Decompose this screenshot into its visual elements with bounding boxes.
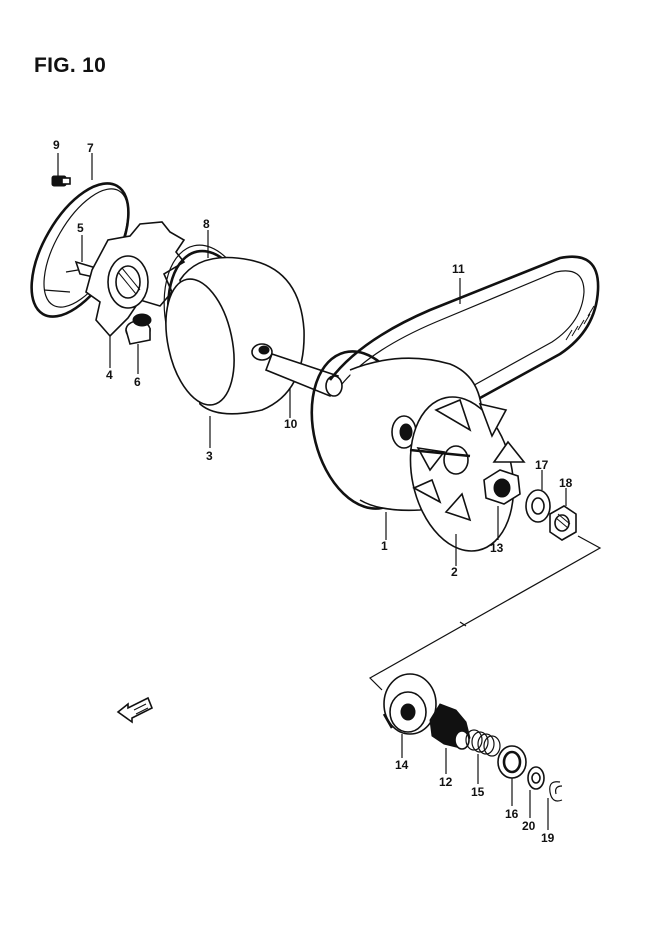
callout-3: 3	[206, 449, 213, 463]
callout-11: 11	[452, 262, 465, 276]
bolt-part	[51, 175, 71, 187]
figure-title: FIG. 10	[34, 54, 107, 77]
callout-6: 6	[134, 375, 141, 389]
callout-10: 10	[284, 417, 298, 431]
callout-18: 18	[559, 476, 573, 490]
callout-4: 4	[106, 368, 113, 382]
small-washer-part	[527, 766, 545, 790]
nut-part	[549, 505, 577, 541]
callout-17: 17	[535, 458, 549, 472]
drive-belt-part	[328, 255, 600, 422]
movable-drive-face-part	[165, 256, 305, 415]
callout-16: 16	[505, 807, 519, 821]
roller-part	[125, 313, 152, 345]
callout-14: 14	[395, 758, 409, 772]
spring-part	[465, 729, 501, 757]
cooling-fan-part	[409, 396, 526, 552]
front-arrow-icon	[116, 696, 154, 724]
circlip-part	[549, 781, 563, 802]
callout-8: 8	[203, 217, 210, 231]
inset-bracket-line	[369, 535, 602, 691]
pinion-gear-part	[429, 703, 471, 750]
leader-lines	[57, 153, 567, 830]
boss-part	[483, 469, 521, 505]
callout-1: 1	[381, 539, 388, 553]
callout-5: 5	[77, 221, 84, 235]
callout-20: 20	[522, 819, 536, 833]
callout-13: 13	[490, 541, 504, 555]
callout-12: 12	[439, 775, 453, 789]
shaft-part	[264, 352, 343, 398]
callout-15: 15	[471, 785, 485, 799]
callout-labels: 9 7 5 8 4 6 10 3 11 1 2 13 17 18 14 12 1…	[53, 138, 573, 845]
callout-9: 9	[53, 138, 60, 152]
ramp-plate-part	[85, 221, 186, 338]
callout-7: 7	[87, 141, 94, 155]
bushing-part	[497, 745, 527, 779]
washer-part	[525, 489, 551, 523]
callout-19: 19	[541, 831, 555, 845]
callout-2: 2	[451, 565, 458, 579]
kick-starter-drum-part	[382, 673, 437, 735]
